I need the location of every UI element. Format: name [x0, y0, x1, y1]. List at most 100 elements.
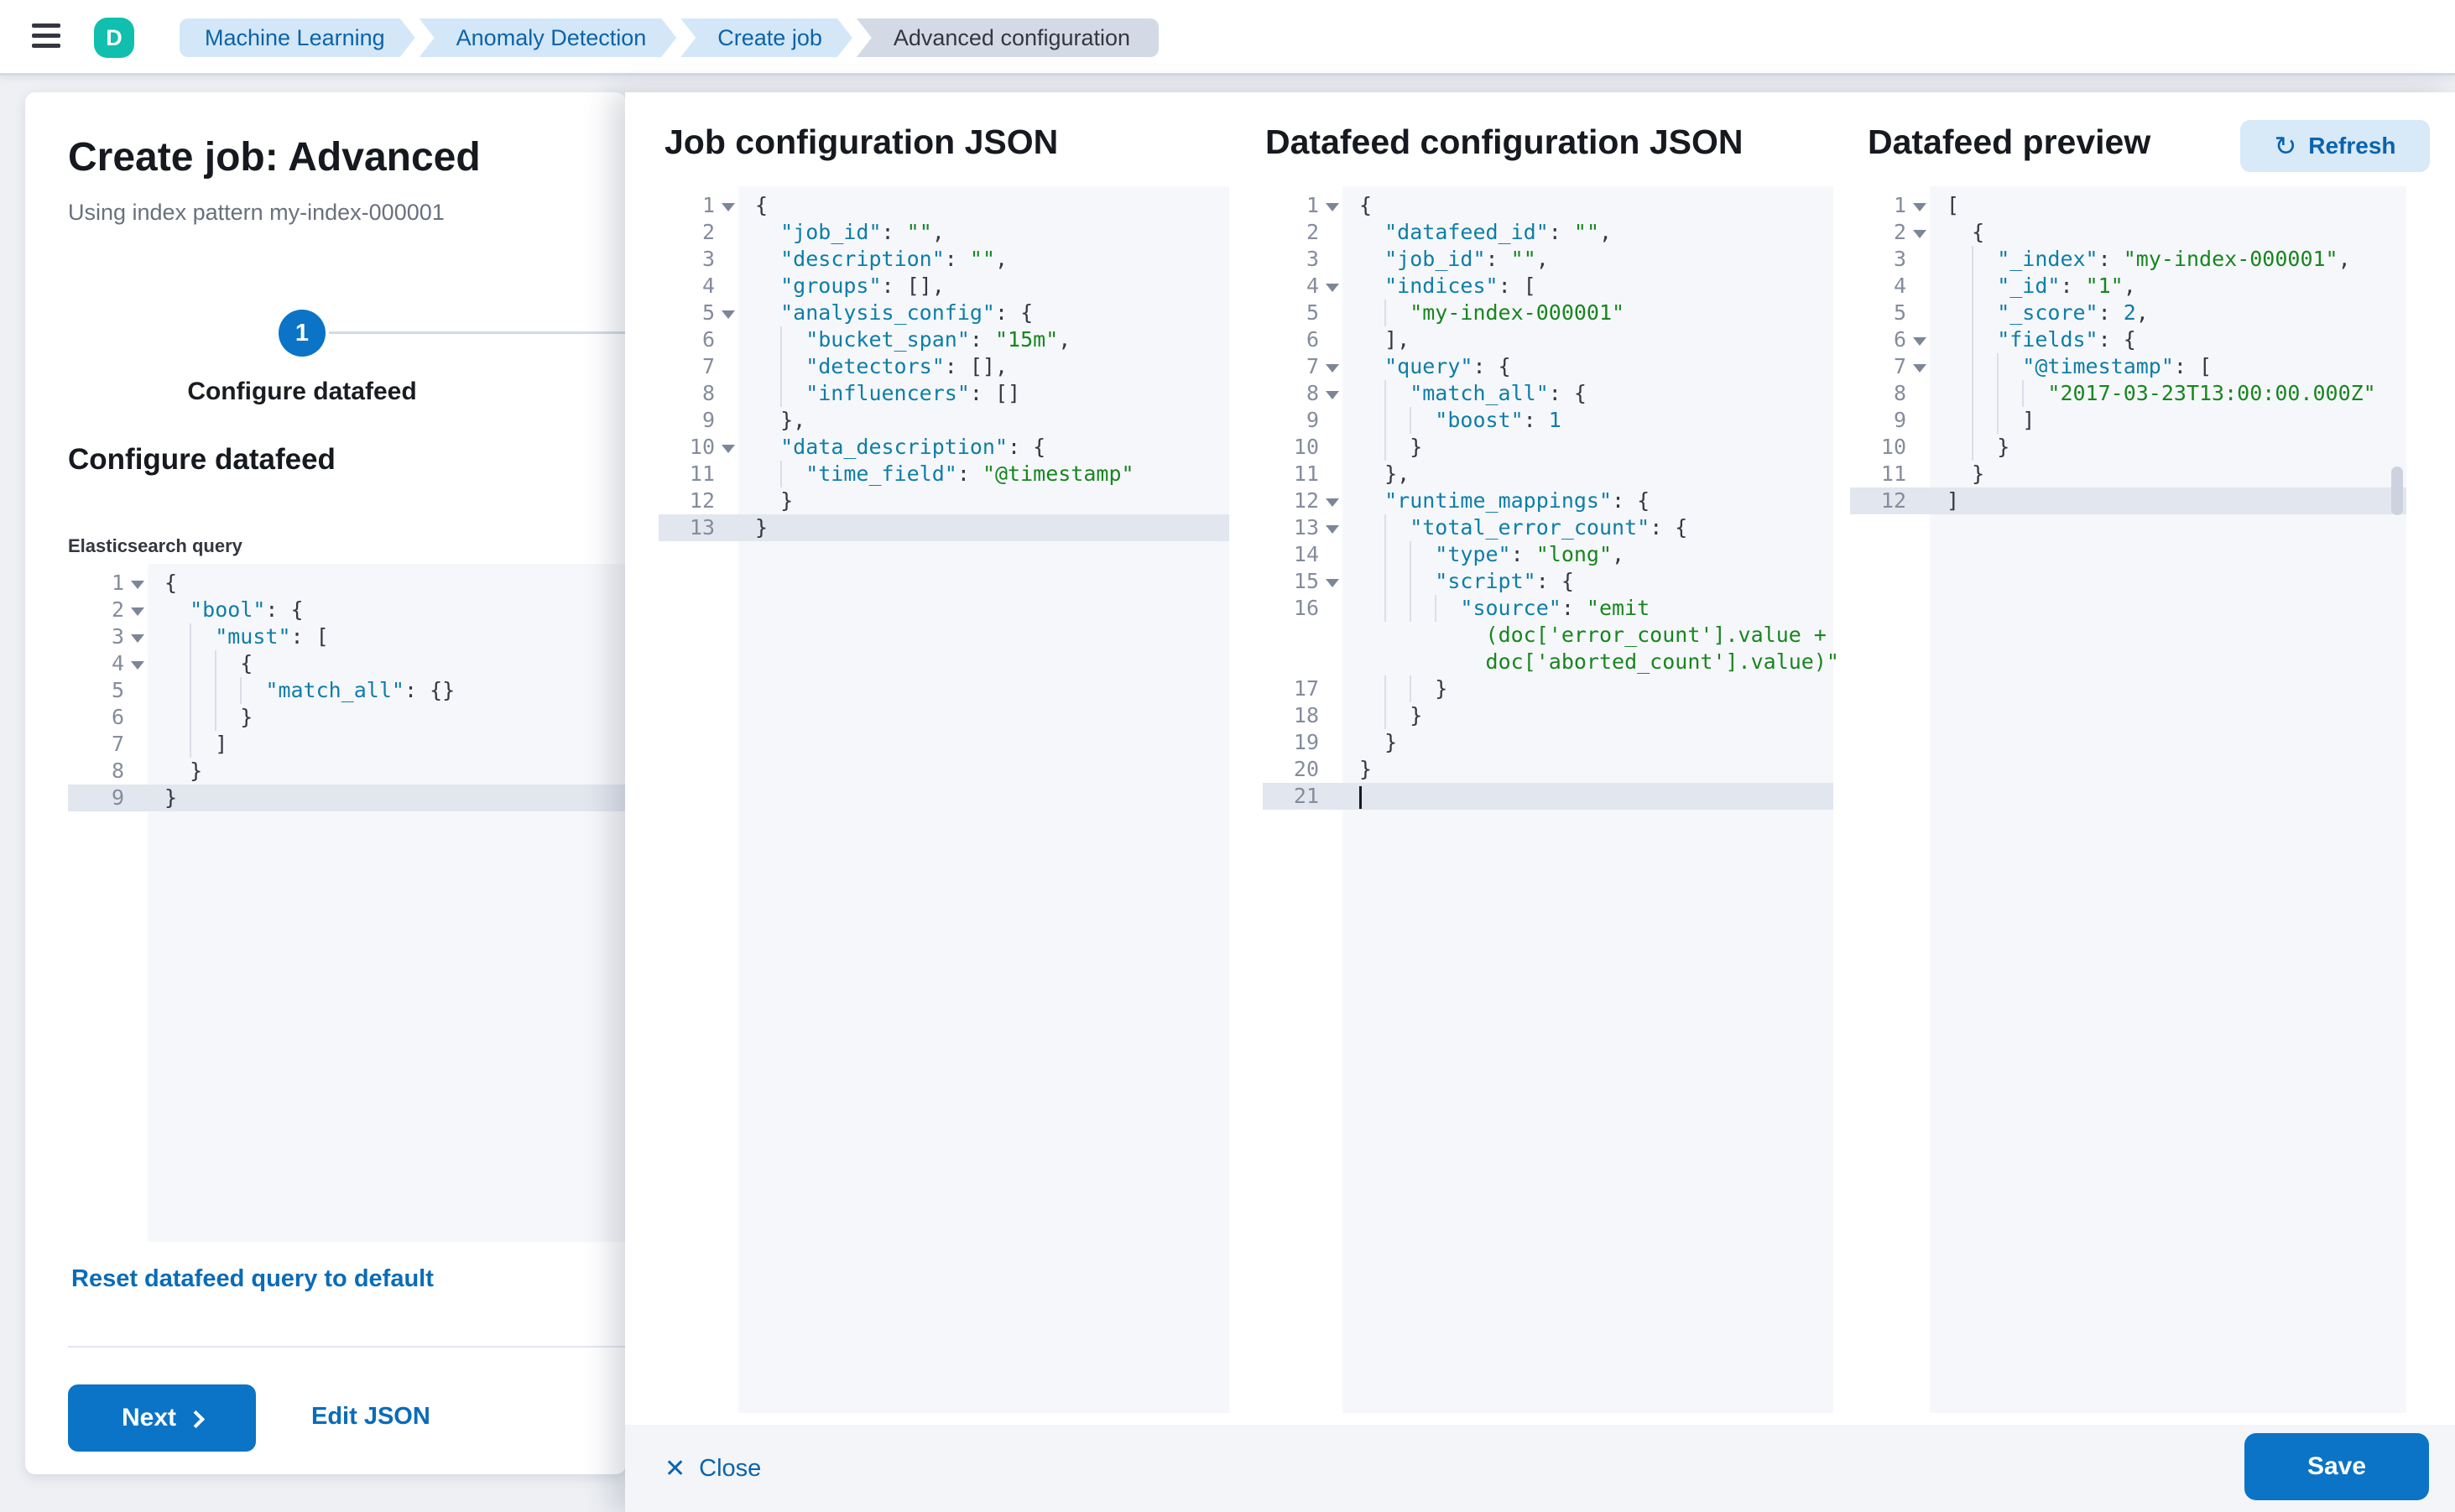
code-line[interactable]: 1{: [111, 571, 178, 595]
code-line[interactable]: 9 "boost": 1: [1306, 407, 1561, 434]
code-line[interactable]: 12 "runtime_mappings": {: [1293, 488, 1650, 513]
refresh-button[interactable]: ↻ Refresh: [2240, 120, 2430, 172]
code-line[interactable]: 8 "2017-03-23T13:00:00.000Z": [1893, 380, 2376, 407]
edit-json-link[interactable]: Edit JSON: [311, 1403, 430, 1430]
code-line[interactable]: 11 }: [1880, 461, 1985, 486]
refresh-icon: ↻: [2274, 131, 2297, 161]
code-line[interactable]: 4 "_id": "1",: [1893, 273, 2136, 300]
breadcrumb-current-page: Advanced configuration: [856, 18, 1160, 57]
close-button-label: Close: [699, 1454, 762, 1482]
code-line[interactable]: 11 "time_field": "@timestamp": [689, 461, 1134, 487]
code-line[interactable]: 3 "_index": "my-index-000001",: [1893, 246, 2351, 273]
datafeed-config-editor[interactable]: 1{ 2 "datafeed_id": "", 3 "job_id": "", 4 "…: [1263, 186, 1839, 1413]
chevron-right-icon: [186, 1410, 206, 1428]
code-line[interactable]: 1[: [1893, 193, 1960, 217]
fold-arrow-icon[interactable]: [131, 634, 144, 643]
fold-arrow-icon[interactable]: [1326, 203, 1339, 211]
code-line[interactable]: 2 "bool": {: [111, 597, 304, 622]
fold-arrow-icon[interactable]: [1913, 230, 1926, 238]
code-line[interactable]: 3 "description": "",: [701, 247, 1009, 271]
code-line[interactable]: 5 "_score": 2,: [1893, 300, 2149, 326]
code-line[interactable]: 10 }: [1293, 434, 1423, 461]
code-line[interactable]: 3 "must": [: [111, 623, 329, 650]
code-line[interactable]: 21: [1263, 783, 1833, 810]
code-line[interactable]: 8 "influencers": []: [701, 380, 1021, 407]
code-line[interactable]: 1{: [1306, 193, 1373, 217]
reset-datafeed-query-link[interactable]: Reset datafeed query to default: [71, 1265, 434, 1292]
step-1-label: Configure datafeed: [187, 378, 417, 405]
breadcrumb-anomaly-detection[interactable]: Anomaly Detection: [420, 18, 677, 57]
code-line[interactable]: 16 "source": "emit (doc['error_count'].v…: [1293, 595, 1839, 674]
code-line[interactable]: 11 },: [1293, 461, 1410, 486]
code-line[interactable]: 13 "total_error_count": {: [1293, 514, 1688, 541]
code-line[interactable]: 6 }: [111, 704, 253, 731]
code-line[interactable]: 10 "data_description": {: [689, 435, 1046, 459]
refresh-button-label: Refresh: [2308, 133, 2396, 159]
code-line[interactable]: 8 "match_all": {: [1306, 380, 1587, 407]
code-line[interactable]: 2 "job_id": "",: [701, 220, 945, 244]
es-query-editor[interactable]: 1{2 "bool": {3 "must": [4 {5 "match_all"…: [68, 564, 626, 1242]
fold-arrow-icon[interactable]: [1913, 203, 1926, 211]
menu-icon[interactable]: [32, 23, 60, 52]
code-line[interactable]: 7 "@timestamp": [: [1893, 353, 2213, 380]
next-button[interactable]: Next: [68, 1384, 256, 1452]
datafeed-preview-editor[interactable]: 1[ 2 {3 "_index": "my-index-000001",4 "_i…: [1850, 186, 2406, 1413]
fold-arrow-icon[interactable]: [1913, 364, 1926, 373]
code-line[interactable]: 5 "match_all": {}: [111, 677, 456, 704]
code-line[interactable]: 18 }: [1293, 702, 1423, 729]
breadcrumb-create-job[interactable]: Create job: [680, 18, 852, 57]
code-line[interactable]: 9 ]: [1893, 407, 2035, 434]
code-line[interactable]: 2 "datafeed_id": "",: [1306, 220, 1613, 244]
code-line[interactable]: 17 }: [1293, 675, 1448, 702]
code-line[interactable]: 10 }: [1880, 434, 2010, 461]
code-line[interactable]: 9}: [68, 785, 626, 811]
save-button[interactable]: Save: [2244, 1433, 2429, 1500]
fold-arrow-icon[interactable]: [131, 607, 144, 616]
edit-json-flyout: Job configuration JSON Datafeed configur…: [625, 92, 2455, 1512]
code-line[interactable]: 7 "detectors": [],: [701, 353, 1009, 380]
code-line[interactable]: 7 "query": {: [1306, 354, 1511, 378]
code-line[interactable]: 15 "script": {: [1293, 568, 1574, 595]
code-line[interactable]: 2 {: [1893, 220, 1985, 244]
flyout-footer: ✕ Close Save: [625, 1425, 2455, 1512]
fold-arrow-icon[interactable]: [722, 310, 735, 319]
breadcrumb: Machine Learning Anomaly Detection Creat…: [180, 18, 1160, 57]
fold-arrow-icon[interactable]: [722, 445, 735, 453]
code-line[interactable]: 6 "bucket_span": "15m",: [701, 326, 1071, 353]
code-line[interactable]: 6 ],: [1306, 327, 1410, 352]
avatar[interactable]: D: [94, 18, 134, 58]
step-1-indicator[interactable]: 1: [279, 310, 326, 357]
code-line[interactable]: 5 "my-index-000001": [1306, 300, 1625, 326]
code-line[interactable]: 7 ]: [111, 731, 228, 758]
code-line[interactable]: 3 "job_id": "",: [1306, 247, 1549, 271]
code-line[interactable]: 4 {: [111, 650, 253, 677]
code-line[interactable]: 4 "indices": [: [1306, 274, 1536, 298]
preview-scrollbar-thumb[interactable]: [2391, 467, 2403, 515]
code-line[interactable]: 4 "groups": [],: [701, 274, 945, 298]
fold-arrow-icon[interactable]: [1326, 364, 1339, 373]
code-line[interactable]: 20}: [1293, 757, 1373, 781]
code-line[interactable]: 9 },: [701, 408, 806, 432]
job-config-editor[interactable]: 1{ 2 "job_id": "", 3 "description": "", 4 "…: [659, 186, 1229, 1413]
code-line[interactable]: 5 "analysis_config": {: [701, 300, 1034, 325]
code-line[interactable]: 12]: [1850, 487, 2406, 514]
code-line[interactable]: 19 }: [1293, 730, 1398, 754]
code-line[interactable]: 14 "type": "long",: [1293, 541, 1625, 568]
fold-arrow-icon[interactable]: [1326, 284, 1339, 292]
fold-arrow-icon[interactable]: [1326, 579, 1339, 587]
fold-arrow-icon[interactable]: [722, 203, 735, 211]
fold-arrow-icon[interactable]: [1326, 525, 1339, 534]
fold-arrow-icon[interactable]: [1326, 498, 1339, 507]
code-line[interactable]: 1{: [701, 193, 769, 217]
index-pattern-subtitle: Using index pattern my-index-000001: [68, 200, 445, 225]
fold-arrow-icon[interactable]: [1913, 337, 1926, 346]
fold-arrow-icon[interactable]: [1326, 391, 1339, 399]
fold-arrow-icon[interactable]: [131, 661, 144, 670]
close-button[interactable]: ✕ Close: [665, 1425, 761, 1512]
code-line[interactable]: 8 }: [111, 759, 203, 783]
code-line[interactable]: 12 }: [689, 488, 794, 513]
breadcrumb-machine-learning[interactable]: Machine Learning: [180, 18, 415, 57]
fold-arrow-icon[interactable]: [131, 581, 144, 589]
code-line[interactable]: 13}: [659, 514, 1229, 541]
code-line[interactable]: 6 "fields": {: [1893, 326, 2136, 353]
